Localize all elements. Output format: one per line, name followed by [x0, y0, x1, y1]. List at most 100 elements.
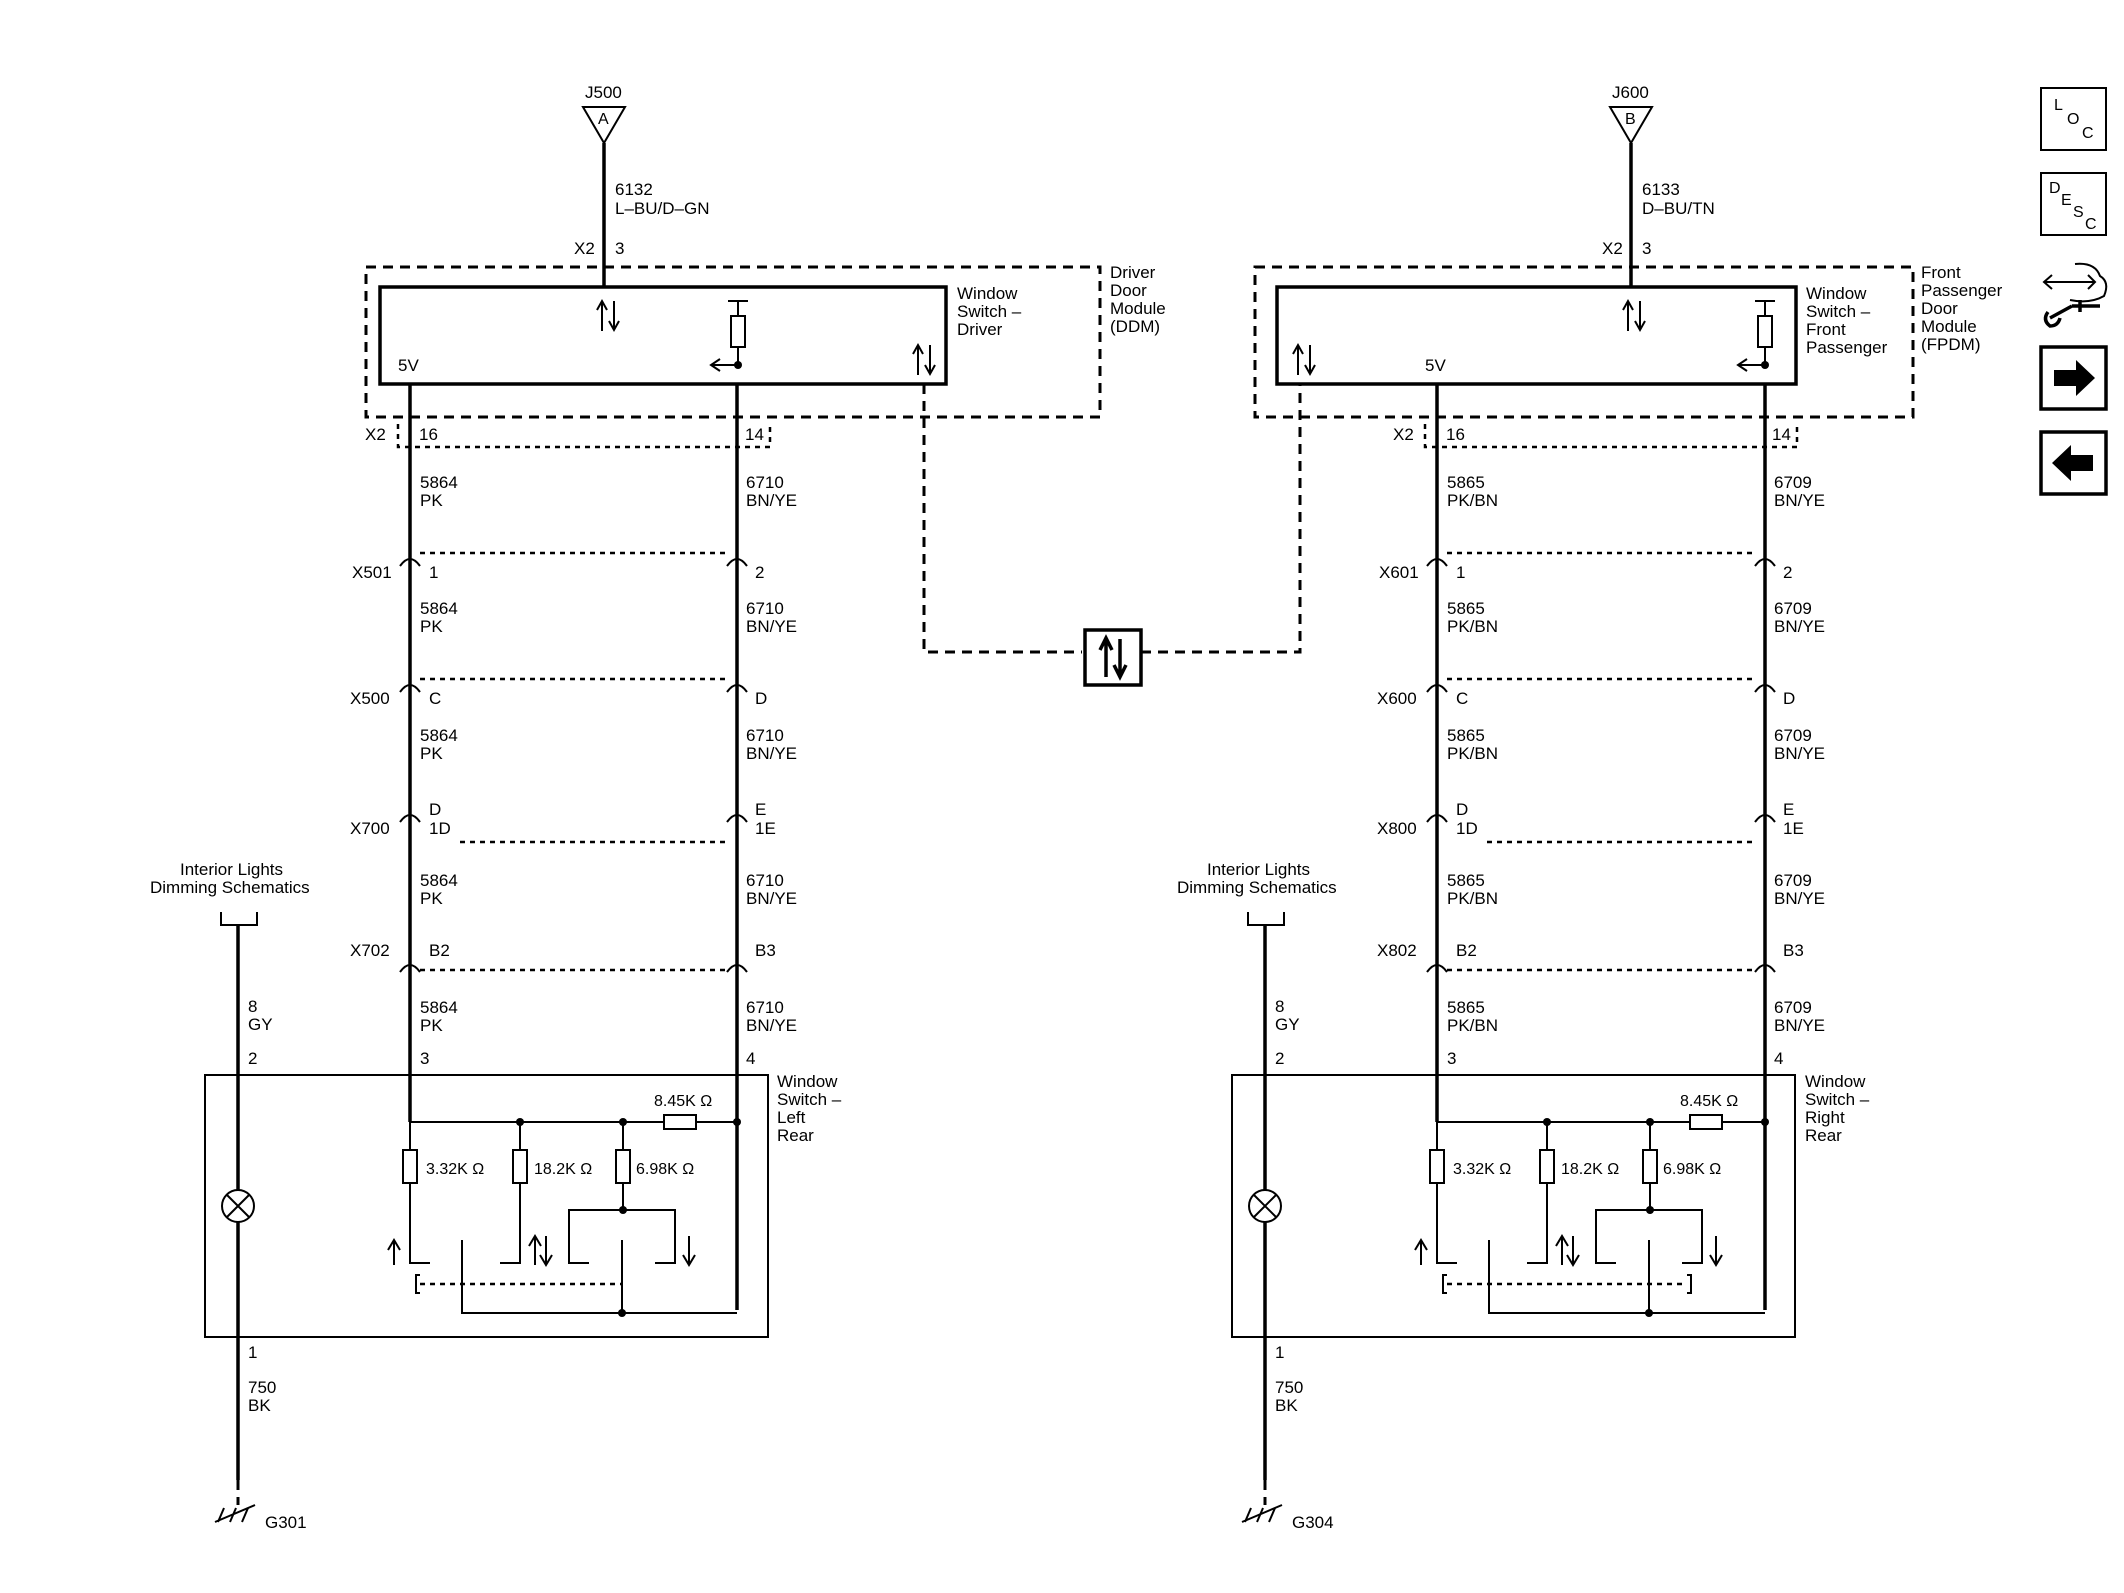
connector-pin: C [429, 689, 441, 708]
connector-pin: D [1456, 800, 1468, 819]
desc-letter: S [2073, 204, 2084, 221]
j500-triangle [581, 106, 627, 145]
dimming-bracket [1247, 912, 1285, 926]
inline-connectors-left: X501 1 2 X500 C D X700 D 1D E 1E X702 B2 [350, 551, 776, 973]
connector-pin: B3 [755, 941, 776, 960]
data-arrow-icon [1622, 298, 1646, 333]
node-dot [618, 1309, 626, 1317]
contact-down-a [1595, 1235, 1616, 1264]
lamp-cross [226, 1194, 250, 1218]
wire-labels-left: 5864 PK 6710 BN/YE 5864 PK 6710 BN/YE 58… [420, 473, 797, 1035]
passenger-switch-label-1: Window [1806, 284, 1867, 303]
connector-cup [1426, 558, 1448, 567]
left-circuit: J500 A 6132 L–BU/D–GN X2 3 Driver Door M… [150, 83, 1166, 1532]
wire-color: PK [420, 744, 443, 763]
gy-circuit-right: 8 [1275, 997, 1284, 1016]
connector-name: X600 [1377, 689, 1417, 708]
loc-letter: O [2067, 111, 2079, 128]
wire-circuit: 5865 [1447, 871, 1485, 890]
fpdm-label-3: Door [1921, 299, 1958, 318]
fpdm-outline [1253, 265, 1915, 419]
wire-circuit: 6709 [1774, 998, 1812, 1017]
switch-bracket [1687, 1274, 1692, 1294]
ground-icon [214, 1504, 256, 1523]
connector-name: X702 [350, 941, 390, 960]
desc-button[interactable]: D E S C [2040, 172, 2107, 236]
arrow-left-icon[interactable] [2039, 430, 2108, 496]
connector-pin: D [429, 800, 441, 819]
arrow-right-icon[interactable] [2039, 345, 2108, 411]
driver-switch-label-3: Driver [957, 320, 1003, 339]
r3-label: 18.2K Ω [534, 1161, 592, 1178]
lamp-cross [1253, 1194, 1277, 1218]
driver-switch-box [378, 285, 948, 386]
passenger-switch-label-3: Front [1806, 320, 1846, 339]
wire-color: BN/YE [1774, 744, 1825, 763]
rear-label-4: Rear [1805, 1126, 1842, 1145]
resistor-332 [1429, 1149, 1445, 1184]
dimming-bracket [220, 912, 258, 926]
up-arrow-icon [1414, 1238, 1428, 1265]
pin3-left: 3 [420, 1049, 429, 1068]
connector-pin: B2 [1456, 941, 1477, 960]
connector-name: X500 [350, 689, 390, 708]
node-dot [1646, 1206, 1654, 1214]
j600-label: J600 [1612, 83, 1649, 102]
connector-pin: 1 [1456, 563, 1465, 582]
x2-pin-left: 3 [615, 239, 624, 258]
desc-letter: C [2085, 216, 2097, 233]
connector-name: X501 [352, 563, 392, 582]
contact-upx [500, 1183, 521, 1264]
updown-arrow-icon [1555, 1234, 1580, 1267]
wire-circuit: 5865 [1447, 998, 1485, 1017]
connector-name: X800 [1377, 819, 1417, 838]
ground-label-left: G301 [265, 1513, 307, 1532]
gy-color-right: GY [1275, 1015, 1300, 1034]
j500-letter: A [598, 111, 609, 128]
wire-color: PK [420, 1016, 443, 1035]
wire-circuit: 5864 [420, 599, 458, 618]
return-line [1488, 1240, 1765, 1314]
rear-label-2: Switch – [777, 1090, 842, 1109]
resistor-332 [402, 1149, 418, 1184]
wire-color: PK [420, 491, 443, 510]
pin2-right: 2 [1275, 1049, 1284, 1068]
feed-color-left: L–BU/D–GN [615, 199, 709, 218]
wire-circuit: 5864 [420, 998, 458, 1017]
wire-circuit: 6709 [1774, 473, 1812, 492]
fpdm-label-2: Passenger [1921, 281, 2003, 300]
switch-bracket [415, 1274, 420, 1294]
connector-cup [1754, 684, 1776, 693]
wire-color: BN/YE [1774, 617, 1825, 636]
right-rear-switch-box [1231, 1074, 1796, 1338]
connector-pin: D [1783, 689, 1795, 708]
connector-cup [1754, 558, 1776, 567]
connector-cup [1754, 964, 1776, 973]
rear-label-4: Rear [777, 1126, 814, 1145]
ddm-outline [364, 265, 1102, 419]
wire-color: BN/YE [746, 1016, 797, 1035]
resistor-182 [512, 1149, 528, 1184]
data-arrow-icon [1098, 634, 1128, 681]
connector-pin: E [755, 800, 766, 819]
loc-button[interactable]: L O C [2040, 87, 2107, 151]
bk-circuit-left: 750 [248, 1378, 276, 1397]
connector-pin: 1D [429, 819, 451, 838]
connector-cup [726, 814, 748, 823]
passenger-switch-label-4: Passenger [1806, 338, 1888, 357]
j600-letter: B [1625, 111, 1636, 128]
j500-label: J500 [585, 83, 622, 102]
connector-cup [1754, 814, 1776, 823]
x2-connector-outline-right [1423, 424, 1799, 449]
pin16-right: 16 [1446, 425, 1465, 444]
input-arrow-icon [709, 358, 738, 372]
ddm-label-1: Driver [1110, 263, 1156, 282]
connector-end-view-icon[interactable] [2042, 262, 2108, 328]
wire-circuit: 6710 [746, 473, 784, 492]
connector-name: X700 [350, 819, 390, 838]
connector-cup [399, 964, 421, 973]
desc-letter: D [2049, 180, 2061, 197]
down-arrow-icon [682, 1236, 696, 1267]
pin3-right: 3 [1447, 1049, 1456, 1068]
ddm-label-4: (DDM) [1110, 317, 1160, 336]
